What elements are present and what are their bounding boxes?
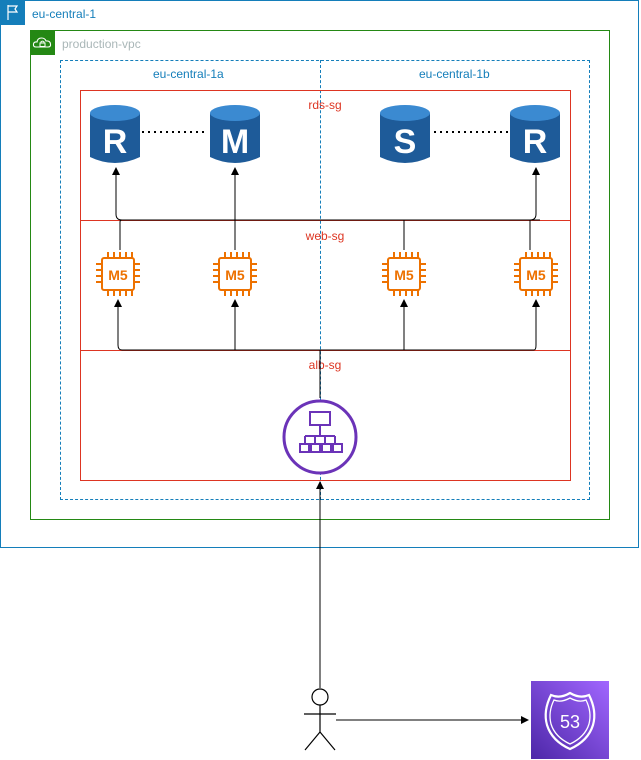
rds-master-icon[interactable]: M (210, 103, 260, 167)
flag-icon (0, 0, 25, 25)
cloud-lock-icon (30, 30, 55, 55)
ec2-instance-icon[interactable]: M5 (96, 250, 140, 298)
instance-label: M5 (526, 267, 546, 283)
zone-label-a: eu-central-1a (153, 67, 224, 81)
route53-label: 53 (560, 712, 580, 732)
db-letter: R (103, 123, 128, 161)
region-label: eu-central-1 (32, 7, 97, 21)
rds-replica-icon[interactable]: R (90, 103, 140, 167)
availability-zone-divider (320, 60, 321, 500)
instance-label: M5 (225, 267, 245, 283)
ec2-instance-icon[interactable]: M5 (213, 250, 257, 298)
instance-label: M5 (394, 267, 414, 283)
rds-replica-icon[interactable]: R (510, 103, 560, 167)
rds-sg-label: rds-sg (308, 98, 342, 112)
rds-standby-icon[interactable]: S (380, 103, 430, 167)
db-letter: M (221, 123, 249, 161)
web-sg-label: web-sg (305, 229, 345, 243)
db-letter: S (394, 123, 417, 161)
alb-to-web-links (114, 299, 540, 398)
availability-zones-container (60, 60, 590, 500)
web-to-db-links (112, 167, 540, 250)
db-letter: R (523, 123, 548, 161)
ec2-instance-icon[interactable]: M5 (514, 250, 558, 298)
instance-label: M5 (108, 267, 128, 283)
user-icon[interactable] (302, 688, 338, 752)
vpc-label: production-vpc (62, 37, 141, 51)
zone-label-b: eu-central-1b (419, 67, 490, 81)
load-balancer-icon[interactable] (281, 398, 359, 476)
ec2-instance-icon[interactable]: M5 (382, 250, 426, 298)
route53-icon[interactable]: 53 (531, 681, 609, 759)
alb-sg-label: alb-sg (308, 358, 342, 372)
